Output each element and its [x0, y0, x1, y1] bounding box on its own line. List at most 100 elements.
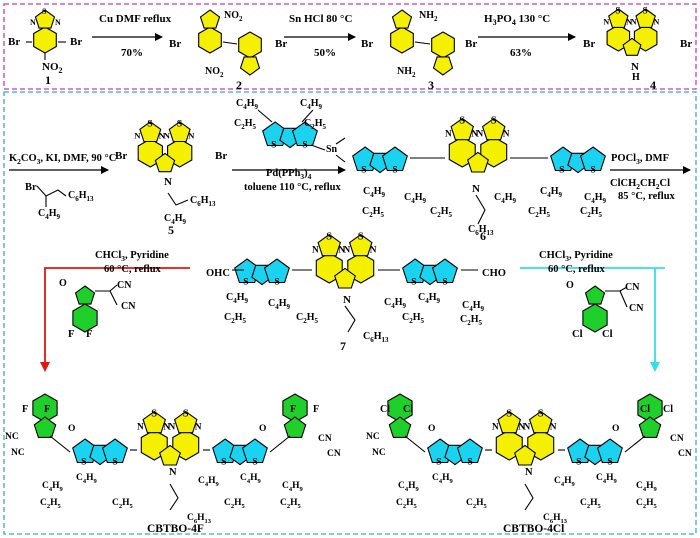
- stannane-cpdt-s2: S: [302, 139, 308, 150]
- c6-cpdt-right-s2: S: [590, 164, 596, 175]
- left-cond-line1: CHCl3, Pyridine: [95, 250, 169, 263]
- ic-right-cn1: CN: [625, 282, 640, 293]
- cmpd2-number: 2: [236, 78, 242, 92]
- c6-core-right-n2: N: [503, 129, 510, 139]
- p4f-nc-1: NC: [5, 432, 19, 442]
- ic-right-cl1: Cl: [572, 329, 583, 340]
- c4-core-left-thiadiazole: [608, 8, 629, 28]
- ic-left-o: O: [59, 278, 67, 289]
- cmpd5-c4h9: C4H9: [164, 213, 187, 226]
- p4f-n: N: [169, 467, 177, 478]
- ic-right-cn-bonds: [605, 286, 628, 308]
- cmpd3-amine-top: NH2: [419, 10, 438, 23]
- p4f-vinyl-right: [269, 435, 291, 453]
- cmpd4-br-right: Br: [680, 38, 692, 50]
- p4cl-c2h5-4: C2H5: [636, 498, 658, 510]
- p4cl-chain: [524, 483, 534, 511]
- c7-core-right-thiadiazole: [348, 233, 373, 257]
- cmpd7-number: 7: [340, 339, 346, 353]
- c6-core-right-s: S: [491, 116, 497, 127]
- right-cond-line2: 60 °C, reflux: [548, 264, 606, 275]
- c7-core-left-thiadiazole: [317, 233, 342, 257]
- p4cl-c2h5-3: C2H5: [580, 498, 602, 510]
- c4-core-right-s: S: [643, 5, 648, 15]
- c3-tdz-b: [432, 56, 454, 76]
- c5-core-left-n2: N: [159, 130, 166, 140]
- cmpd3-number: 3: [428, 78, 434, 92]
- p4cl-cpdt-right-s1: S: [576, 456, 582, 467]
- cmpd5-n: N: [164, 176, 172, 188]
- p4cl-c4h9-c: C4H9: [554, 476, 576, 488]
- c6-core-left-n2: N: [471, 129, 478, 139]
- p4cl-ic-right-benz: [637, 393, 663, 423]
- alkyl-bromide-br: Br: [25, 182, 37, 193]
- cmpd7-c4h9-l: C4H9: [226, 292, 249, 305]
- cmpd5-br-left: Br: [115, 150, 127, 162]
- p4f-c2h5-2: C2H5: [112, 498, 134, 510]
- p4f-chain: [169, 483, 179, 511]
- cmpd6-c4h9-l2: C4H9: [363, 186, 386, 199]
- stannane-c4h9-right: C4H9: [300, 98, 323, 111]
- p4f-f-right1: F: [290, 404, 296, 415]
- c7-cpdt-left-s1: S: [243, 276, 249, 287]
- midstep1-conditions: K2CO3, KI, DMF, 90 °C: [9, 153, 116, 166]
- top-panel-border: [3, 3, 697, 90]
- p4cl-n: N: [525, 467, 533, 478]
- p4f-cpdt-left-thioB: [101, 438, 128, 464]
- cmpd1-number: 1: [45, 73, 51, 87]
- product-name-4cl: CBTBO-4Cl: [503, 523, 564, 535]
- reagent-c6h13: C6H13: [68, 190, 94, 203]
- cmpd7-cho: CHO: [482, 268, 506, 279]
- p4cl-core-left-thiadiazole: [497, 410, 522, 434]
- c5-core-left-thiadiazole: [139, 121, 162, 143]
- cmpd7-c6h13: C6H13: [363, 331, 389, 344]
- ic-left-cn-bonds: [95, 284, 118, 306]
- p4cl-nc-1: NC: [366, 432, 380, 442]
- c6-core-left-s: S: [459, 116, 465, 127]
- p4cl-ic-right-cp: [638, 416, 662, 438]
- cmpd7-c2h5-l2: C2H5: [296, 312, 319, 325]
- c5-core-left-s: S: [147, 118, 153, 129]
- p4cl-c6h13: C6H13: [543, 513, 568, 525]
- cmpd5-number: 5: [168, 223, 174, 237]
- p4f-o-right: O: [259, 424, 266, 434]
- p4f-ic-right-cp: [283, 416, 307, 438]
- cmpd5-br-right: Br: [215, 150, 227, 162]
- cmpd7-n: N: [343, 294, 351, 306]
- c2-tdz-a: [199, 9, 221, 29]
- p4cl-core-pyrrole: [514, 444, 536, 466]
- midstep3-line1: POCl3, DMF: [611, 153, 669, 166]
- ic-right-o: O: [566, 280, 574, 291]
- c6-cpdt-left-s1: S: [361, 164, 367, 175]
- c3-ring-a: [390, 26, 414, 54]
- cmpd1-br-right: Br: [70, 36, 82, 48]
- c4-core-right-n1: N: [631, 17, 637, 26]
- p4f-core-right-thiadiazole: [173, 410, 198, 434]
- c2-biaryl-bond: [222, 41, 238, 45]
- p4f-f-right2: F: [313, 404, 319, 415]
- p4cl-core-right-s: S: [538, 409, 544, 420]
- p4f-f-left2: F: [44, 404, 50, 415]
- left-cond-line2: 60 °C, reflux: [104, 264, 162, 275]
- p4cl-ic-left-benz: [387, 393, 413, 423]
- cmpd2-nitro-bottom: NO2: [205, 66, 224, 79]
- ic-right-benz: [582, 303, 608, 333]
- cmpd6-number: 6: [480, 229, 486, 243]
- c6-core-right-n1: N: [477, 129, 484, 139]
- p4cl-cn-2: CN: [678, 449, 692, 459]
- bottom-panel-border: [3, 91, 697, 535]
- product-name-4f: CBTBO-4F: [147, 523, 204, 535]
- cmpd7-c4h9-l2: C4H9: [268, 298, 291, 311]
- cmpd7-c2h5-l: C2H5: [224, 312, 247, 325]
- p4cl-core-left-s: S: [506, 409, 512, 420]
- cmpd3-br-right: Br: [465, 38, 477, 50]
- cmpd6-c4h9-l: C4H9: [404, 192, 427, 205]
- stannane-c2h5-left: C2H5: [234, 118, 257, 131]
- c7-core-left-n1: N: [312, 245, 319, 255]
- p4cl-core-left-n1: N: [492, 422, 499, 432]
- cmpd6-c6h13: C6H13: [468, 224, 494, 237]
- p4cl-c2h5-1: C2H5: [396, 498, 418, 510]
- p4cl-c4h9-4: C4H9: [636, 481, 658, 493]
- p4f-cpdt-right-s2: S: [252, 456, 258, 467]
